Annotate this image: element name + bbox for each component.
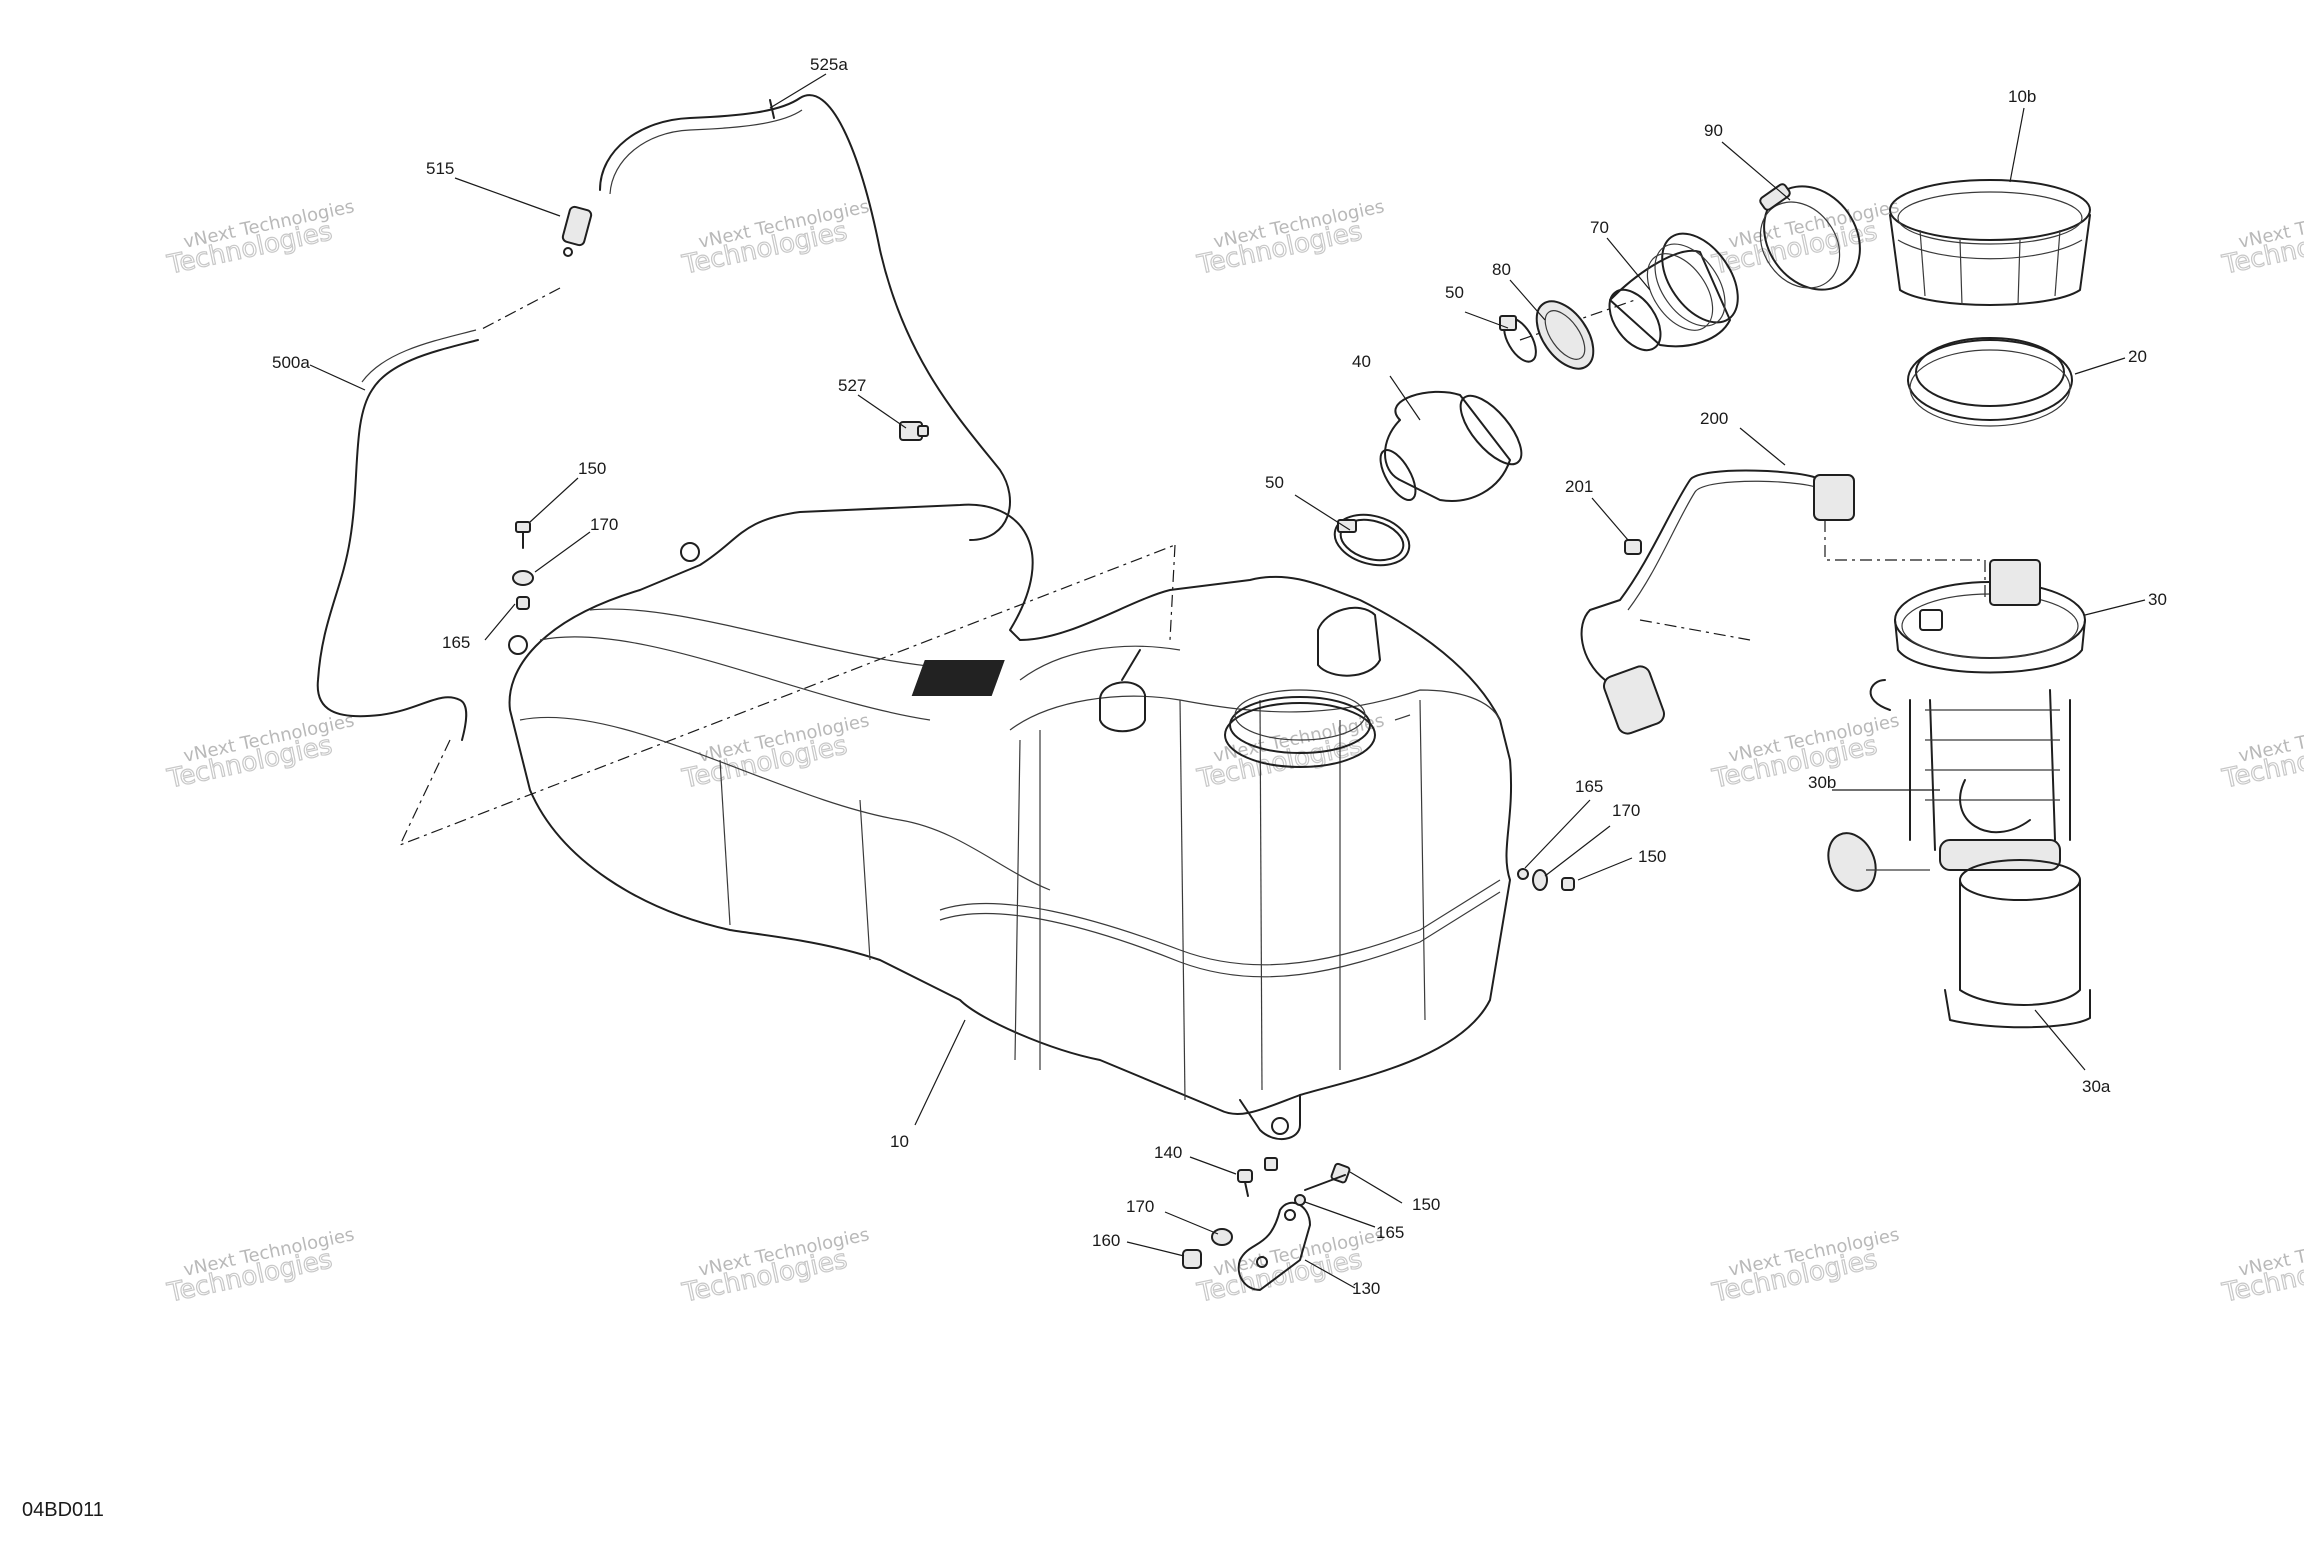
vent-hose-500a [316,329,479,741]
watermark: vNext Technologies Technologies [1194,196,1387,281]
clamp-50-upper [1499,315,1537,363]
callout-labels: 525a 515 500a 527 150 170 165 10 90 10b … [272,55,2167,1298]
fuel-tank-10 [508,503,1513,1140]
leader-lines [309,73,2146,1289]
grommet-165-left [516,596,530,610]
callout-527: 527 [838,376,866,395]
callout-30b: 30b [1808,773,1836,792]
washer-170-left [512,570,534,586]
callout-80: 80 [1492,260,1511,279]
bolt-150-right [1561,877,1575,891]
clamp-50-lower [1333,513,1411,567]
callout-165: 165 [1575,777,1603,796]
bolt-150-left [515,521,531,549]
callout-515: 515 [426,159,454,178]
washer-170-right [1532,869,1548,891]
fuel-line-200 [1580,469,1855,735]
watermark: vNext Technologies Technologies [2219,1224,2304,1309]
check-valve-515 [561,205,593,257]
callout-40: 40 [1352,352,1371,371]
callout-150: 150 [1638,847,1666,866]
watermark: vNext Technologies Technologies [679,710,872,795]
watermark-layer: vNext Technologies Technologies vNext Te… [164,196,2304,1309]
gasket-80 [1535,300,1595,370]
drawing-id: 04BD011 [22,1499,104,1521]
callout-170: 170 [590,515,618,534]
callout-170: 170 [1126,1197,1154,1216]
watermark: vNext Technologies Technologies [164,196,357,281]
callout-30a: 30a [2082,1077,2111,1096]
bolt-150-bottom [1264,1157,1351,1191]
filler-hose-40 [1379,390,1523,502]
fuel-pump-module-30 [1869,559,2091,1029]
watermark: vNext Technologies Technologies [2219,710,2304,795]
lock-ring-10b [1889,179,2091,306]
watermark: vNext Technologies Technologies [164,710,357,795]
callout-160: 160 [1092,1231,1120,1250]
bolt-140 [1237,1169,1253,1197]
callout-10: 10 [890,1132,909,1151]
callout-500a: 500a [272,353,310,372]
filler-neck-70 [1608,232,1739,352]
watermark: vNext Technologies Technologies [1709,1224,1902,1309]
watermark: vNext Technologies Technologies [679,196,872,281]
callout-130: 130 [1352,1279,1380,1298]
watermark: vNext Technologies Technologies [679,1224,872,1309]
watermark: vNext Technologies Technologies [2219,196,2304,281]
callout-201: 201 [1565,477,1593,496]
callout-30: 30 [2148,590,2167,609]
callout-200: 200 [1700,409,1728,428]
grommet-165-bottom [1294,1194,1306,1206]
callout-165: 165 [442,633,470,652]
callout-140: 140 [1154,1143,1182,1162]
callout-70: 70 [1590,218,1609,237]
callout-20: 20 [2128,347,2147,366]
fuel-cap-90 [1759,183,1861,291]
clip-201 [1624,539,1642,555]
callout-150: 150 [1412,1195,1440,1214]
watermark: vNext Technologies Technologies [1709,196,1902,281]
callout-50: 50 [1445,283,1464,302]
washer-170-bottom [1211,1228,1233,1246]
watermark: vNext Technologies Technologies [164,1224,357,1309]
vent-hose-525a [599,94,1011,541]
callout-10b: 10b [2008,87,2036,106]
callout-165: 165 [1376,1223,1404,1242]
gasket-20 [1907,337,2073,427]
nut-160 [1182,1249,1202,1269]
watermark: vNext Technologies Technologies [1709,710,1902,795]
callout-525a: 525a [810,55,848,74]
clip-527 [899,421,929,441]
callout-90: 90 [1704,121,1723,140]
level-sensor-float-30b [1827,832,1930,892]
callout-50: 50 [1265,473,1284,492]
callout-170: 170 [1612,801,1640,820]
callout-150: 150 [578,459,606,478]
grommet-165-right [1517,868,1529,880]
